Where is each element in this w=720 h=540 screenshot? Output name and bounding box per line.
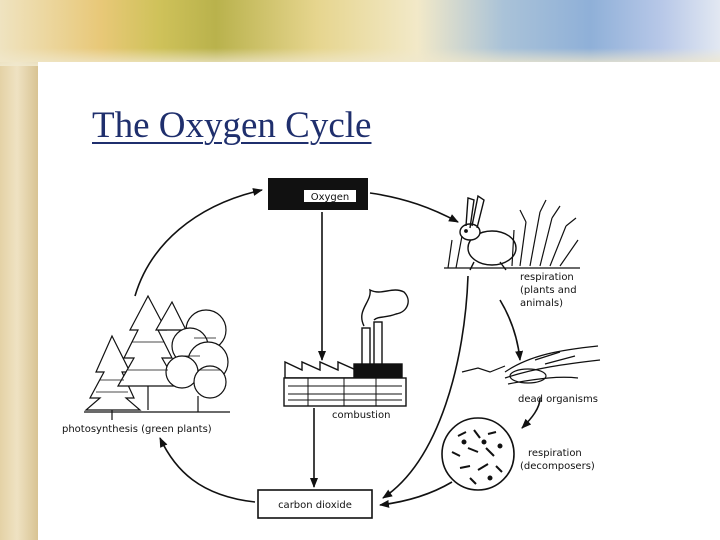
rabbit-illustration (460, 196, 516, 270)
respiration-label-line3: animals) (520, 298, 563, 309)
respiration-label-line2: (plants and (520, 285, 577, 296)
respiration-label-line1: respiration (520, 272, 574, 283)
dead-organisms-label: dead organisms (518, 394, 598, 405)
combustion-label: combustion (332, 410, 390, 421)
oxygen-label: Oxygen (311, 192, 350, 203)
carbon-dioxide-node: carbon dioxide (258, 490, 372, 518)
arrow-decomposers-to-carbon-dioxide (380, 482, 452, 505)
arrow-oxygen-to-respiration (370, 193, 458, 222)
respiration-plants-animals-label: respiration (plants and animals) (520, 272, 577, 309)
decomposers-label-line2: (decomposers) (520, 461, 595, 472)
dead-organisms-illustration (462, 346, 600, 384)
trees-illustration (84, 296, 230, 420)
factory-illustration (284, 290, 408, 406)
decomposers-illustration (442, 418, 514, 490)
respiration-decomposers-label: respiration (decomposers) (520, 448, 595, 472)
oxygen-node: Oxygen (268, 178, 368, 210)
decomposers-label-line1: respiration (528, 448, 582, 459)
photosynthesis-label: photosynthesis (green plants) (62, 424, 212, 435)
arrow-photosynthesis-to-oxygen (135, 190, 262, 296)
arrow-respiration-to-dead-organisms (500, 300, 520, 360)
carbon-dioxide-label: carbon dioxide (278, 500, 352, 511)
arrow-carbon-dioxide-to-photosynthesis (160, 438, 255, 502)
